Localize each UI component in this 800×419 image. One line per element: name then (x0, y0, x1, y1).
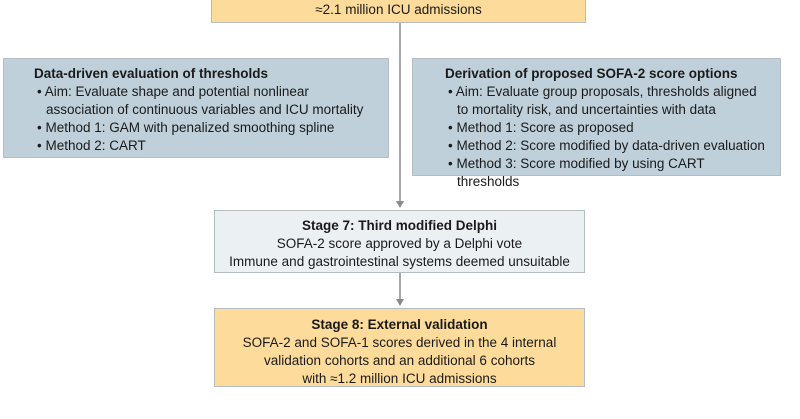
top-stage-text: ≈2.1 million ICU admissions (315, 2, 482, 17)
arrow-icon (396, 201, 404, 208)
stage7-line: Immune and gastrointestinal systems deem… (229, 254, 570, 269)
stage8-box: Stage 8: External validation SOFA-2 and … (214, 308, 585, 387)
stage8-line: with ≈1.2 million ICU admissions (302, 371, 497, 386)
list-item: Method 2: Score modified by data-driven … (445, 137, 770, 155)
top-stage-box: ≈2.1 million ICU admissions (211, 0, 586, 23)
list-item: Method 1: Score as proposed (445, 119, 770, 137)
arrow-icon (396, 299, 404, 306)
data-driven-title: Data-driven evaluation of thresholds (34, 66, 269, 81)
data-driven-evaluation-box: Data-driven evaluation of thresholds Aim… (3, 58, 389, 158)
list-item: Aim: Evaluate group proposals, threshold… (445, 83, 770, 119)
list-item: Method 2: CART (34, 137, 378, 155)
list-item: Aim: Evaluate shape and potential nonlin… (34, 83, 378, 119)
stage8-line: validation cohorts and an additional 6 c… (264, 353, 535, 368)
stage7-title: Stage 7: Third modified Delphi (301, 218, 497, 233)
stage8-line: SOFA-2 and SOFA-1 scores derived in the … (242, 335, 557, 350)
sofa2-derivation-title: Derivation of proposed SOFA-2 score opti… (445, 66, 738, 81)
stage8-title: Stage 8: External validation (311, 317, 488, 332)
connector-line (399, 23, 401, 203)
list-item: Method 3: Score modified by using CART t… (445, 155, 770, 191)
list-item: Method 1: GAM with penalized smoothing s… (34, 119, 378, 137)
sofa2-derivation-box: Derivation of proposed SOFA-2 score opti… (412, 58, 781, 189)
stage7-box: Stage 7: Third modified Delphi SOFA-2 sc… (214, 210, 585, 273)
connector-line (399, 273, 401, 301)
stage7-line: SOFA-2 score approved by a Delphi vote (276, 236, 523, 251)
